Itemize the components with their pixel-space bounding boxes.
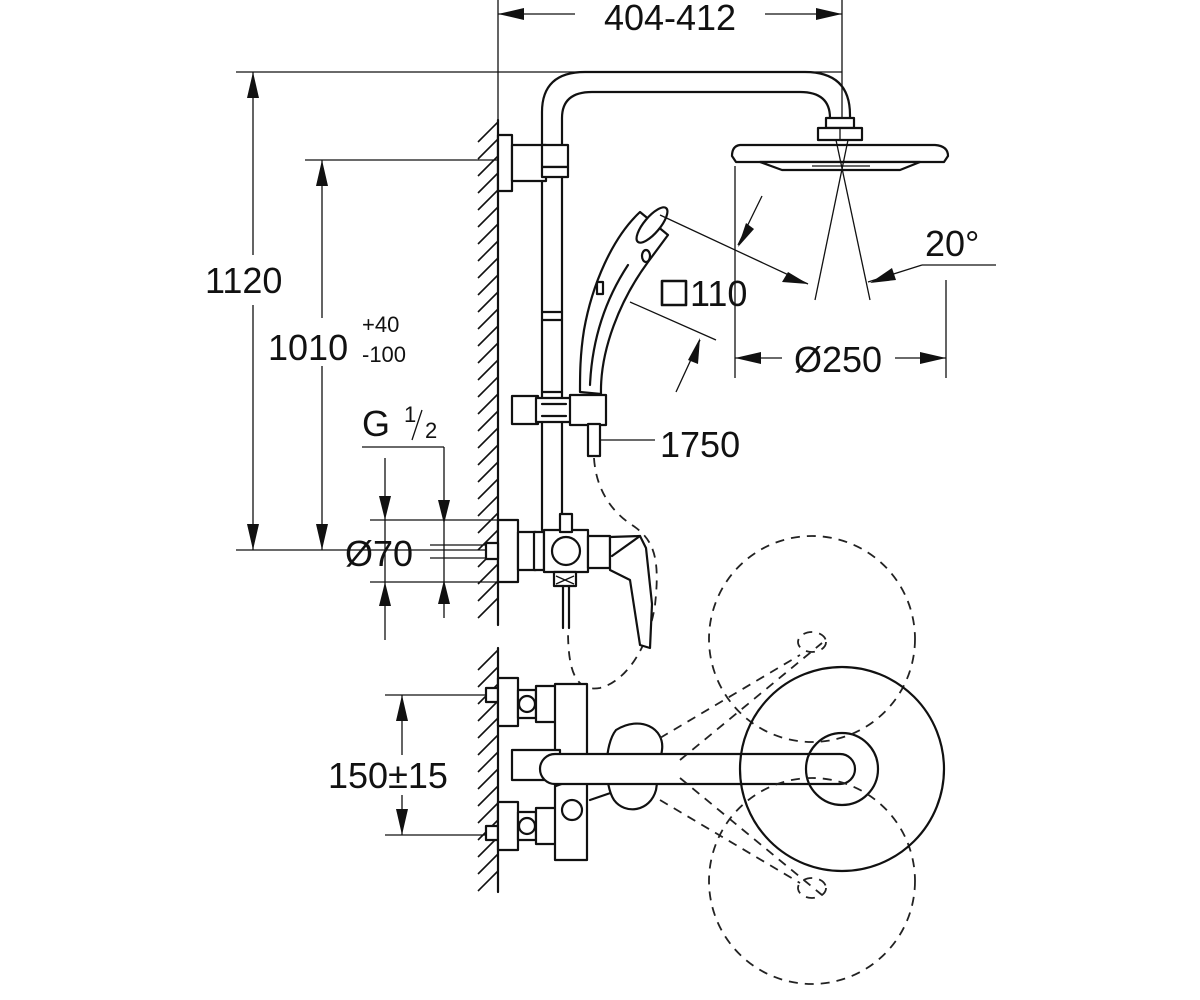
wall-hatch-line xyxy=(477,512,499,534)
arm-reach-dimension: 404-412 xyxy=(497,0,843,120)
hand-shower: 110 xyxy=(578,195,809,396)
rail-tolerance-minus: -100 xyxy=(362,342,406,367)
wall-hatch-line xyxy=(477,444,499,466)
rotation-range xyxy=(659,535,946,985)
wall-hatch-line xyxy=(477,478,499,500)
rail-height-label: 1010 xyxy=(268,327,348,368)
rail-height-dimension: 1010 +40 -100 xyxy=(268,159,498,550)
thread-dimension: G 1 2 xyxy=(362,402,498,618)
wall-hatch-line xyxy=(477,717,499,739)
wall-hatch-line xyxy=(477,240,499,262)
arm-reach-label: 404-412 xyxy=(604,0,736,38)
rosette-diameter-label: Ø70 xyxy=(345,533,413,574)
wall-hatch-line xyxy=(477,870,499,892)
wall-hatch-line xyxy=(477,223,499,245)
lower-mixer xyxy=(484,676,880,862)
wall-hatch-line xyxy=(477,393,499,415)
wall-hatch-line xyxy=(477,768,499,790)
wall-hatch-line xyxy=(477,734,499,756)
thread-denominator: 2 xyxy=(425,418,437,443)
wall-hatch-line xyxy=(477,853,499,875)
upper-mixer xyxy=(484,512,654,650)
wall-hatch-line xyxy=(477,308,499,330)
wall-hatch-line xyxy=(477,410,499,432)
wall-hatch-line xyxy=(477,563,499,585)
wall-hatch-line xyxy=(477,121,499,143)
wall-hatch-line xyxy=(477,325,499,347)
wall-hatch-line xyxy=(477,376,499,398)
wall-hatch-line xyxy=(477,189,499,211)
hose-length-label: 1750 xyxy=(660,424,740,465)
wall-hatch-line xyxy=(477,785,499,807)
wall-hatch-line xyxy=(477,206,499,228)
thread-letter: G xyxy=(362,403,390,444)
wall-hatch-line xyxy=(477,751,499,773)
wall-hatch-line xyxy=(477,291,499,313)
wall-hatch-line xyxy=(477,274,499,296)
wall-hatch-line xyxy=(477,495,499,517)
rail-tolerance-plus: +40 xyxy=(362,312,399,337)
slider: 1750 xyxy=(510,393,740,465)
wall-hatch-line xyxy=(477,580,499,602)
wall-hatch-line xyxy=(477,649,499,671)
wall-hatch-line xyxy=(477,257,499,279)
wall-hatch-line xyxy=(477,529,499,551)
square-size-icon xyxy=(660,279,688,307)
wall-lower xyxy=(477,646,500,894)
head-diameter-dimension: Ø250 xyxy=(734,166,947,380)
spray-angle-dimension: 20° xyxy=(814,139,996,301)
spray-angle-label: 20° xyxy=(925,223,979,264)
total-height-label: 1120 xyxy=(205,260,282,301)
connection-spacing-label: 150±15 xyxy=(328,755,448,796)
head-shower xyxy=(730,116,950,172)
thread-numerator: 1 xyxy=(404,402,416,427)
head-diameter-label: Ø250 xyxy=(794,339,882,380)
wall-hatch-line xyxy=(477,802,499,824)
wall-hatch-line xyxy=(477,597,499,619)
rosette-diameter-dimension: Ø70 xyxy=(345,458,498,640)
wall-hatch-line xyxy=(477,155,499,177)
wall-hatch-line xyxy=(477,342,499,364)
wall-hatch-line xyxy=(477,666,499,688)
wall-hatch-line xyxy=(477,359,499,381)
wall-hatch-line xyxy=(477,427,499,449)
wall-hatch-line xyxy=(477,138,499,160)
hand-shower-size-label: 110 xyxy=(690,273,747,314)
wall-hatch-line xyxy=(477,700,499,722)
wall-hatch-line xyxy=(477,172,499,194)
connection-spacing-dimension: 150±15 xyxy=(328,694,498,836)
riser-rail xyxy=(496,70,852,532)
wall-hatch-line xyxy=(477,461,499,483)
